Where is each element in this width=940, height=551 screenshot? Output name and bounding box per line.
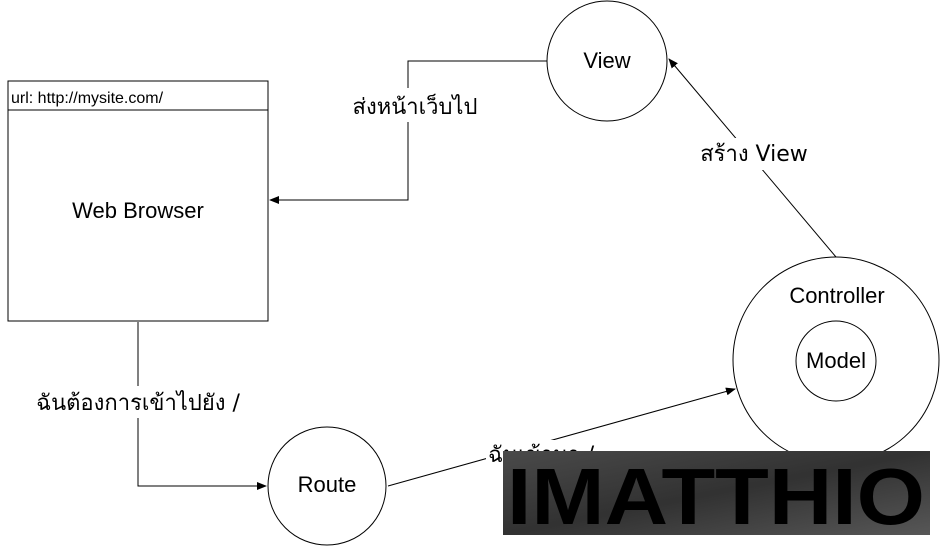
model-label: Model xyxy=(806,348,866,373)
watermark-text: IMATTHIO xyxy=(507,452,925,541)
web-browser-box: url: http://mysite.com/ Web Browser xyxy=(7,80,269,322)
model-node: Model xyxy=(795,320,877,402)
edge-label-bg xyxy=(694,138,814,170)
edge-label-bg xyxy=(340,88,490,122)
browser-title: Web Browser xyxy=(72,198,204,223)
controller-label: Controller xyxy=(789,283,884,308)
route-label: Route xyxy=(298,472,357,497)
edge-browser-to-route xyxy=(137,322,267,490)
edge-label-controller-to-view: สร้าง View xyxy=(700,142,808,167)
view-label: View xyxy=(583,48,630,73)
edge-label-bg xyxy=(24,386,254,418)
edge-label-view-to-browser: ส่งหน้าเว็บไป xyxy=(353,92,478,120)
edge-route-to-controller xyxy=(387,387,736,487)
route-node: Route xyxy=(267,426,387,546)
browser-url-text: url: http://mysite.com/ xyxy=(11,90,164,107)
view-node: View xyxy=(546,0,668,122)
edge-label-browser-to-route: ฉันต้องการเข้าไปยัง / xyxy=(36,390,240,416)
edge-view-to-browser xyxy=(269,60,547,204)
imatthio-watermark: IMATTHIO xyxy=(503,451,930,541)
